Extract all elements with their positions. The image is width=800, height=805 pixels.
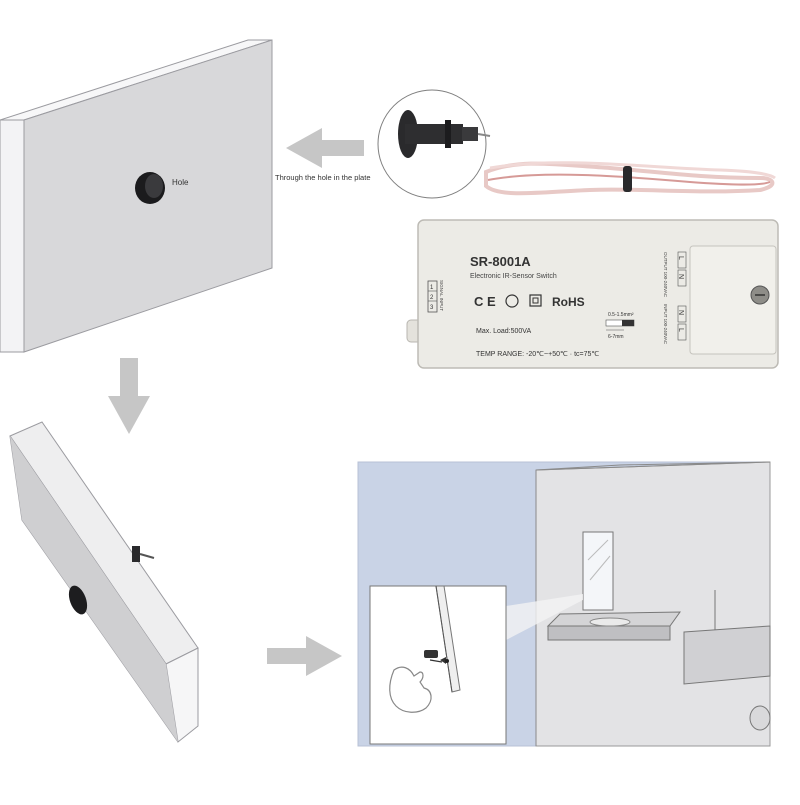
temp-range-label: TEMP RANGE: -20℃~+50℃ · tc=75℃ [476,351,599,358]
hole-label: Hole [172,178,189,187]
sensor-cable [484,161,776,196]
model-label: SR-8001A [470,254,531,269]
input-label: INPUT 100-240VAC [663,304,668,345]
pin-2: 2 [430,295,434,301]
safety-mark-icon [505,294,519,308]
terminal-l-in: L [677,328,684,332]
controller-subtitle: Electronic IR-Sensor Switch [470,273,557,280]
mounted-sensor-icon [132,546,140,562]
inset-sensor-icon [424,650,438,658]
bathroom-scene [357,461,771,747]
sensor-head [377,89,491,199]
top-plate: Hole [0,39,273,353]
output-label: OUTPUT 100-240VAC [663,252,668,298]
arrow-left [286,128,364,168]
controller-box: SR-8001A Electronic IR-Sensor Switch C E… [406,219,779,369]
through-hole-caption: Through the hole in the plate [275,173,371,182]
hand-icon [389,666,432,713]
max-load-label: Max. Load:500VA [476,328,531,335]
mounted-plate [9,421,199,743]
pin-3: 3 [430,305,434,311]
ce-mark: C E [474,294,496,309]
arrow-right [267,636,342,676]
class2-mark-icon [529,294,542,307]
terminal-n-in: N [677,310,684,315]
signal-input-pins: 1 2 3 [427,280,438,313]
arrow-down [108,358,150,434]
wire-spec: 0.5-1.5mm² [608,312,634,318]
pin-1: 1 [430,285,434,291]
terminal-n-out: N [677,274,684,279]
mounted-sensor-hole [68,585,88,615]
inset-closeup [369,585,507,745]
terminal-l-out: L [677,256,684,260]
signal-input-label: SIGNAL INPUT [439,280,444,311]
rohs-mark: RoHS [552,295,585,309]
strip-length: 6-7mm [608,334,624,340]
